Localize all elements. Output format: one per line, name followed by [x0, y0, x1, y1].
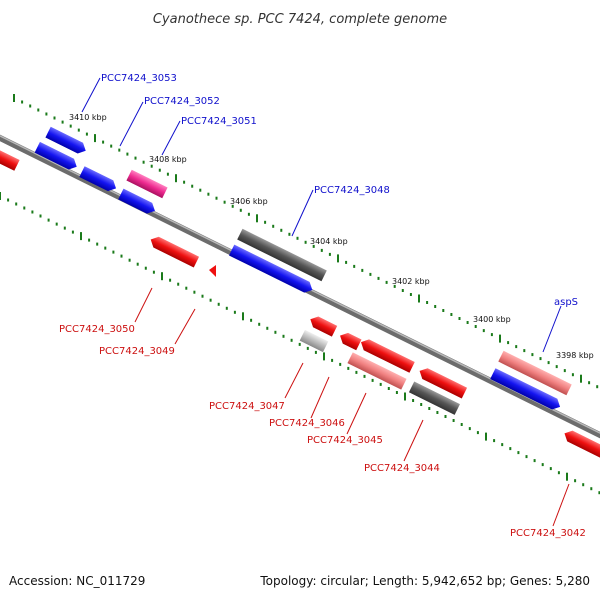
tick-label-3402: 3402 kbp — [392, 277, 430, 286]
gene-arrow-pcc7424-3052[interactable] — [79, 166, 118, 194]
gene-label-pcc7424-3042[interactable]: PCC7424_3042 — [510, 528, 586, 539]
reverse-tick-track — [0, 192, 600, 495]
accession-text: Accession: NC_011729 — [9, 574, 145, 588]
gene-arrow-edge-left[interactable] — [0, 148, 20, 171]
gene-arrow-pcc7424-3051[interactable] — [126, 169, 168, 199]
gene-arrow-pcc7424-3053b[interactable] — [34, 141, 80, 172]
gene-arrow-pcc7424-3053[interactable] — [45, 126, 88, 156]
gene-label-pcc7424-3052[interactable]: PCC7424_3052 — [144, 96, 220, 107]
gene-arrow-pcc7424-3044-a[interactable] — [358, 337, 415, 373]
forward-tick-track — [13, 94, 599, 389]
tick-label-3400: 3400 kbp — [473, 315, 511, 324]
gene-arrow-pcc7424-3045[interactable] — [347, 352, 407, 390]
gene-arrow-pcc7424-3044-b[interactable] — [417, 366, 468, 399]
tick-label-3410: 3410 kbp — [69, 113, 107, 122]
tick-label-3398: 3398 kbp — [556, 351, 594, 360]
gene-label-pcc7424-3049[interactable]: PCC7424_3049 — [99, 346, 175, 357]
tick-label-3406: 3406 kbp — [230, 197, 268, 206]
gene-arrow-pcc7424-3044[interactable] — [408, 381, 460, 415]
gene-label-asps[interactable]: aspS — [554, 297, 578, 308]
gene-label-pcc7424-3047[interactable]: PCC7424_3047 — [209, 401, 285, 412]
gene-label-pcc7424-3048[interactable]: PCC7424_3048 — [314, 185, 390, 196]
gene-label-pcc7424-3053[interactable]: PCC7424_3053 — [101, 73, 177, 84]
gene-arrow-pcc7424-3046-small[interactable] — [308, 314, 338, 337]
gene-arrow-pcc7424-3048-hyp[interactable] — [237, 228, 327, 282]
gene-arrow-asps[interactable] — [490, 368, 563, 412]
tick-label-3404: 3404 kbp — [310, 237, 348, 246]
gene-arrow-pcc7424-3052b[interactable] — [118, 188, 157, 217]
gene-arrow-pcc7424-3048[interactable] — [228, 244, 315, 296]
gene-label-pcc7424-3044[interactable]: PCC7424_3044 — [364, 463, 440, 474]
leader-lines — [81, 77, 570, 527]
topology-text: Topology: circular; Length: 5,942,652 bp… — [259, 574, 590, 588]
gene-arrow-asps-hyp[interactable] — [498, 350, 572, 396]
gene-arrow-pcc7424-3047[interactable] — [299, 329, 329, 353]
gene-label-pcc7424-3046[interactable]: PCC7424_3046 — [269, 418, 345, 429]
gene-arrow-pcc7424-3046[interactable] — [337, 330, 362, 351]
gene-label-pcc7424-3045[interactable]: PCC7424_3045 — [307, 435, 383, 446]
gene-arrow-pcc7424-3050[interactable] — [148, 234, 200, 268]
map-title: Cyanothece sp. PCC 7424, complete genome — [153, 12, 447, 27]
gene-label-pcc7424-3050[interactable]: PCC7424_3050 — [59, 324, 135, 335]
gene-arrow-pcc7424-3049[interactable] — [209, 265, 216, 277]
gene-arrow-pcc7424-3042[interactable] — [562, 428, 600, 461]
tick-label-3408: 3408 kbp — [149, 155, 187, 164]
gene-label-pcc7424-3051[interactable]: PCC7424_3051 — [181, 116, 257, 127]
